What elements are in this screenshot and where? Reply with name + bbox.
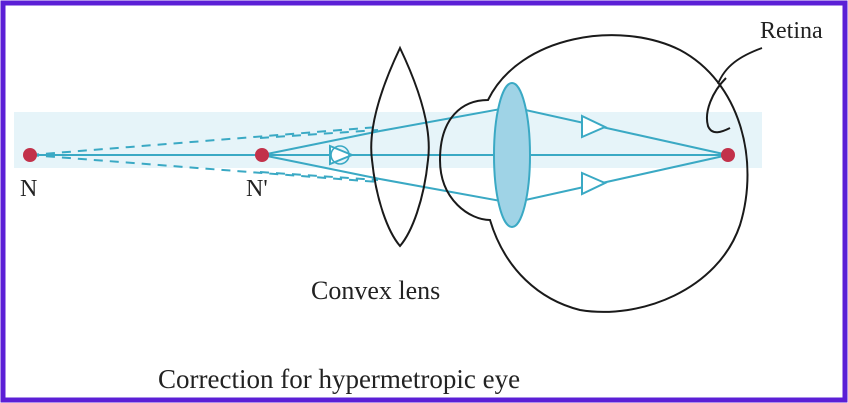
new-near-point-n-prime <box>255 148 269 162</box>
ray-arrows <box>329 114 608 196</box>
near-point-label: N <box>20 176 37 202</box>
arrow-axis <box>329 144 355 166</box>
virtual-rays <box>29 126 379 183</box>
new-near-point-label: N' <box>246 176 268 202</box>
virtual-ray-lower-2 <box>259 171 379 181</box>
ray-band <box>14 112 762 168</box>
eyeball-outline <box>438 34 749 313</box>
arrow-lower <box>581 171 608 196</box>
virtual-ray-upper <box>29 126 379 156</box>
virtual-ray-upper-2 <box>259 129 379 139</box>
convex-lens-label: Convex lens <box>311 276 440 305</box>
arrow-upper <box>581 114 608 139</box>
retina-image-point <box>721 148 735 162</box>
eye-lens <box>493 82 531 228</box>
retina-leader-line <box>717 47 763 85</box>
retina-label: Retina <box>760 18 823 44</box>
figure-caption: Correction for hypermetropic eye <box>158 364 520 394</box>
convex-lens <box>370 45 430 248</box>
axis-circle-marker <box>330 145 350 165</box>
ray-upper <box>261 105 729 156</box>
near-point-n <box>23 148 37 162</box>
virtual-ray-lower <box>29 154 379 183</box>
retina-fold <box>706 77 731 134</box>
